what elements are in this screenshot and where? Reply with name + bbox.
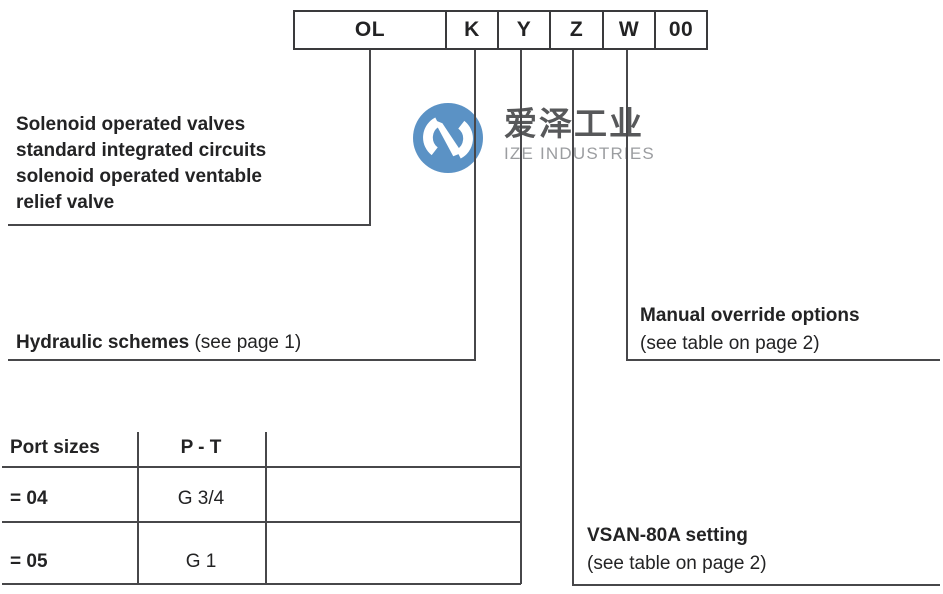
code-segment-w: W: [602, 12, 654, 48]
watermark-chinese-name: 爱泽工业: [504, 105, 644, 142]
table-header-port-sizes: Port sizes: [10, 437, 100, 458]
connector-line-w: [626, 48, 628, 361]
table-cell-size-04: = 04: [10, 488, 48, 509]
connector-line-k: [474, 48, 476, 361]
manual-override-title: Manual override options: [640, 305, 860, 326]
watermark: 爱泽工业 IZE INDUSTRIES: [413, 103, 655, 173]
series-description-line: Solenoid operated valves: [16, 114, 246, 135]
underline-vsan-setting: [572, 584, 940, 586]
code-segment-y: Y: [497, 12, 549, 48]
vsan-setting-label: VSAN-80A setting (see table on page 2): [587, 522, 767, 578]
series-description: Solenoid operated valves standard integr…: [16, 112, 356, 216]
code-segment-ol: OL: [354, 18, 386, 41]
watermark-english-name: IZE INDUSTRIES: [504, 144, 655, 163]
table-cell-thread-g1: G 1: [185, 551, 217, 572]
watermark-text: 爱泽工业 IZE INDUSTRIES: [504, 103, 655, 164]
underline-hydraulic-schemes: [8, 359, 476, 361]
table-column-divider-1: [137, 432, 139, 584]
vsan-setting-title: VSAN-80A setting: [587, 525, 748, 546]
table-header-pt: P - T: [180, 437, 222, 458]
table-bottom-rule: [2, 583, 521, 585]
code-segment-k: K: [445, 12, 497, 48]
hydraulic-schemes-label: Hydraulic schemes (see page 1): [16, 330, 301, 356]
underline-left-description: [8, 224, 371, 226]
table-header-rule: [2, 466, 521, 468]
series-description-line: standard integrated circuits: [16, 140, 267, 161]
code-segment-z: Z: [549, 12, 602, 48]
connector-line-ol: [369, 48, 371, 226]
manual-override-label: Manual override options (see table on pa…: [640, 302, 860, 358]
series-description-line: solenoid operated ventable: [16, 166, 262, 187]
table-row-rule: [2, 521, 521, 523]
model-code-box: OL K Y Z W 00: [293, 10, 708, 50]
vsan-setting-ref: (see table on page 2): [587, 553, 767, 574]
connector-line-z: [572, 48, 574, 586]
series-description-line: relief valve: [16, 192, 115, 213]
hydraulic-schemes-ref: (see page 1): [189, 332, 302, 353]
hydraulic-schemes-title: Hydraulic schemes: [16, 332, 190, 353]
underline-manual-override: [626, 359, 940, 361]
connector-line-y: [520, 48, 522, 584]
code-segment-00: 00: [654, 12, 706, 48]
table-column-divider-2: [265, 432, 267, 584]
table-cell-size-05: = 05: [10, 551, 48, 572]
manual-override-ref: (see table on page 2): [640, 333, 820, 354]
ize-logo-icon: [413, 103, 483, 173]
table-cell-thread-g34: G 3/4: [177, 488, 225, 509]
